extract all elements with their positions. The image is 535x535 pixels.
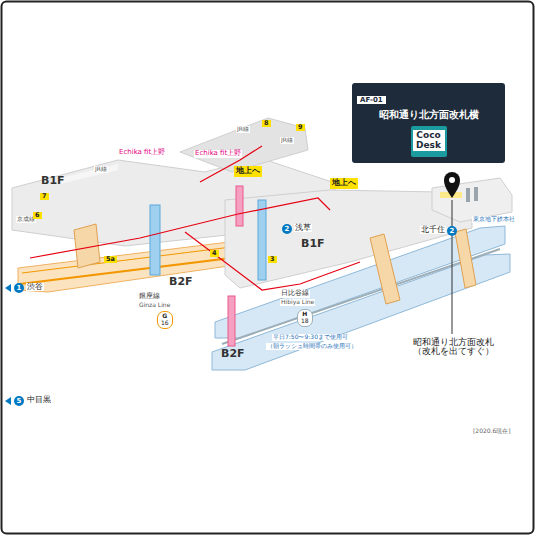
floor-label: B1F (300, 238, 326, 250)
line-transfer: JR線 (94, 166, 108, 173)
exit-number: 9 (296, 124, 305, 131)
elevator-shaft (236, 186, 243, 226)
floor-label: B2F (168, 276, 194, 288)
location-pin (444, 172, 460, 198)
direction-arrow (5, 284, 11, 292)
route-line (185, 232, 360, 290)
facility-label: Echika fit上野 (194, 150, 242, 158)
callout-box: AF-01 昭和通り北方面改札横 Coco Desk (352, 83, 505, 163)
exit-number: 5a (104, 256, 117, 263)
node-text: AF-01 (357, 96, 386, 104)
direction-label: 北千住 (420, 226, 446, 234)
node-text: H (301, 311, 309, 318)
direction-label: 渋谷 (26, 283, 44, 291)
line-name: 日比谷線 (280, 290, 310, 298)
direction-number: 5 (14, 396, 24, 406)
stairs (370, 234, 400, 304)
elevator-shaft (258, 200, 266, 280)
leader-line (452, 200, 453, 334)
floor-highlight (60, 164, 118, 184)
line-transfer: JR線 (236, 126, 250, 133)
floor-label: B1F (40, 175, 66, 187)
elevator-shaft (150, 205, 160, 275)
logo-box: Coco Desk (411, 126, 447, 157)
direction-number: 2 (282, 224, 292, 234)
node-text: 16 (161, 320, 169, 327)
exit-sign: 地上へ (234, 166, 262, 177)
direction-label: 浅草 (294, 224, 312, 232)
node-text: G (161, 313, 169, 320)
line-name: Ginza Line (138, 302, 171, 309)
direction-label: 中目黒 (26, 396, 52, 404)
elevator-shaft (228, 296, 235, 346)
exit-number: 3 (268, 256, 277, 263)
floor-label: B2F (220, 348, 246, 360)
line-transfer: JR線 (280, 137, 294, 144)
direction-number: 2 (447, 226, 457, 236)
line-badge: G16 (157, 311, 173, 329)
note-text: （朝ラッシュ時間帯のみ使用可） (266, 343, 358, 350)
gate-label: 昭和通り北方面改札 （改札を出てすぐ） (404, 338, 502, 357)
route-line (30, 198, 330, 258)
ticket-gate (466, 188, 470, 202)
note-text: 平日7:50〜9:30まで使用可 (272, 334, 349, 341)
line-name: Hibiya Line (280, 299, 315, 306)
exit-number: 6 (33, 212, 42, 219)
ticket-gate (474, 187, 478, 201)
line-name: 銀座線 (138, 293, 161, 301)
exit-number: 4 (210, 250, 219, 257)
line-badge: H18 (297, 309, 313, 327)
direction-arrow (5, 397, 11, 405)
exit-sign: 地上へ (330, 178, 358, 189)
exit-number: 7 (40, 193, 49, 200)
direction-number: 1 (14, 283, 24, 293)
node-text: 18 (301, 318, 309, 325)
location-pin-dot (449, 177, 455, 183)
facility-label: Echika fit上野 (118, 149, 166, 157)
node-text: Coco Desk (413, 130, 445, 151)
date-note: [2020.6現在] (472, 428, 512, 435)
building-label: 東京地下鉄本社 (472, 216, 516, 223)
exit-number: 8 (262, 120, 271, 127)
passage-floor (180, 118, 308, 172)
stairs (455, 229, 476, 288)
node-text: 昭和通り北方面改札横 (357, 109, 500, 121)
